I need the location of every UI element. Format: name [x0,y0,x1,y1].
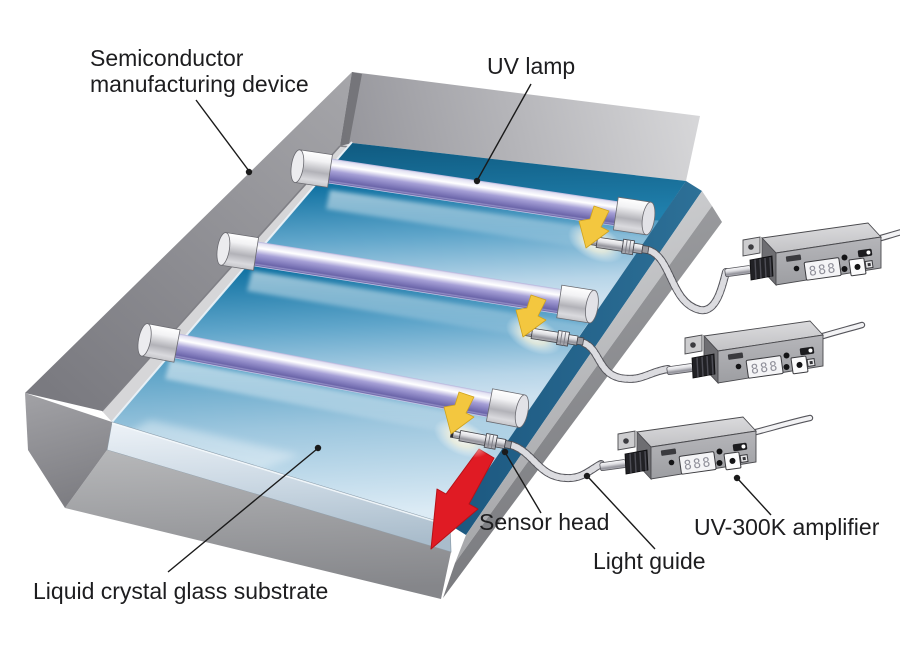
label-amplifier: UV-300K amplifier [694,514,880,540]
tray-front-face [65,450,451,599]
device-left-wall [25,72,352,411]
light-guide-2 [580,339,672,383]
label-substrate: Liquid crystal glass substrate [33,578,328,604]
label-device-line2: manufacturing device [90,71,309,97]
uv-lamp-3 [137,323,529,428]
uv-300k-amplifier-2 [665,320,824,384]
label-sensor-head: Sensor head [479,509,609,535]
glass-substrate [25,141,722,599]
amplifier-cables [752,229,900,436]
uv-lamp-2 [216,232,599,324]
glass-reflection [120,420,300,470]
light-guides [507,246,730,483]
tray-side-face [443,206,722,598]
lamp-tube [328,158,618,226]
leader-lines [167,83,772,573]
device-corner-shadow [340,72,362,149]
leader-light-guide [588,477,656,550]
uv-lamp-1 [290,149,656,236]
leader-substrate [167,448,318,573]
uv-300k-amplifier-1 [723,222,882,286]
label-uv-lamp: UV lamp [487,53,575,79]
leader-dots [245,168,741,482]
light-guide-3 [507,441,605,483]
leader-uv-lamp [477,83,532,180]
tray-ledge [455,191,712,563]
label-light-guide: Light guide [593,548,706,574]
uv-300k-amplifier-3 [598,416,757,480]
tray-front-left-corner [25,393,112,508]
leader-sensor-head [505,453,542,514]
label-device-line1: Semiconductor [90,45,244,71]
leader-device [195,99,250,172]
leader-amplifier [737,478,772,516]
light-guide-1 [644,246,730,315]
direction-arrow-red [430,448,495,550]
